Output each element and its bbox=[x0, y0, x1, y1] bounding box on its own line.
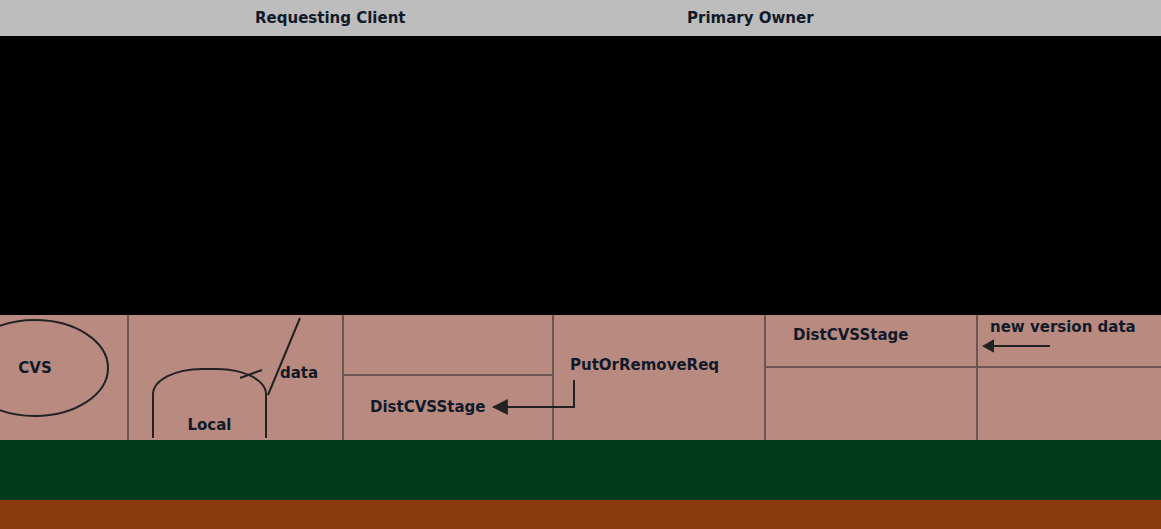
local-box: Local bbox=[152, 368, 267, 438]
table-band bbox=[0, 315, 1161, 440]
stage-cell: DistCVSStage bbox=[362, 392, 493, 422]
node-text: DistCVSStage bbox=[793, 326, 908, 344]
table-grid bbox=[128, 315, 1161, 440]
flow-label: new version data bbox=[990, 318, 1136, 336]
flow-label: data bbox=[280, 364, 318, 382]
header-band bbox=[0, 0, 1161, 36]
node-text: Local bbox=[187, 416, 231, 434]
node-text: DistCVSStage bbox=[370, 398, 485, 416]
circle-outline bbox=[0, 318, 110, 418]
node-text: PutOrRemoveReq bbox=[570, 356, 719, 374]
store-circle: CVS bbox=[0, 318, 110, 418]
leader-lines bbox=[240, 318, 1050, 395]
dark-region bbox=[0, 36, 1161, 315]
node-text: CVS bbox=[18, 359, 51, 377]
flow-arrow bbox=[493, 380, 574, 407]
stage-cell: DistCVSStage bbox=[785, 320, 916, 350]
request-cell: PutOrRemoveReq bbox=[562, 350, 727, 380]
lower-band bbox=[0, 440, 1161, 500]
column-heading: Requesting Client bbox=[255, 9, 406, 27]
footer-band bbox=[0, 500, 1161, 529]
column-heading: Primary Owner bbox=[687, 9, 814, 27]
